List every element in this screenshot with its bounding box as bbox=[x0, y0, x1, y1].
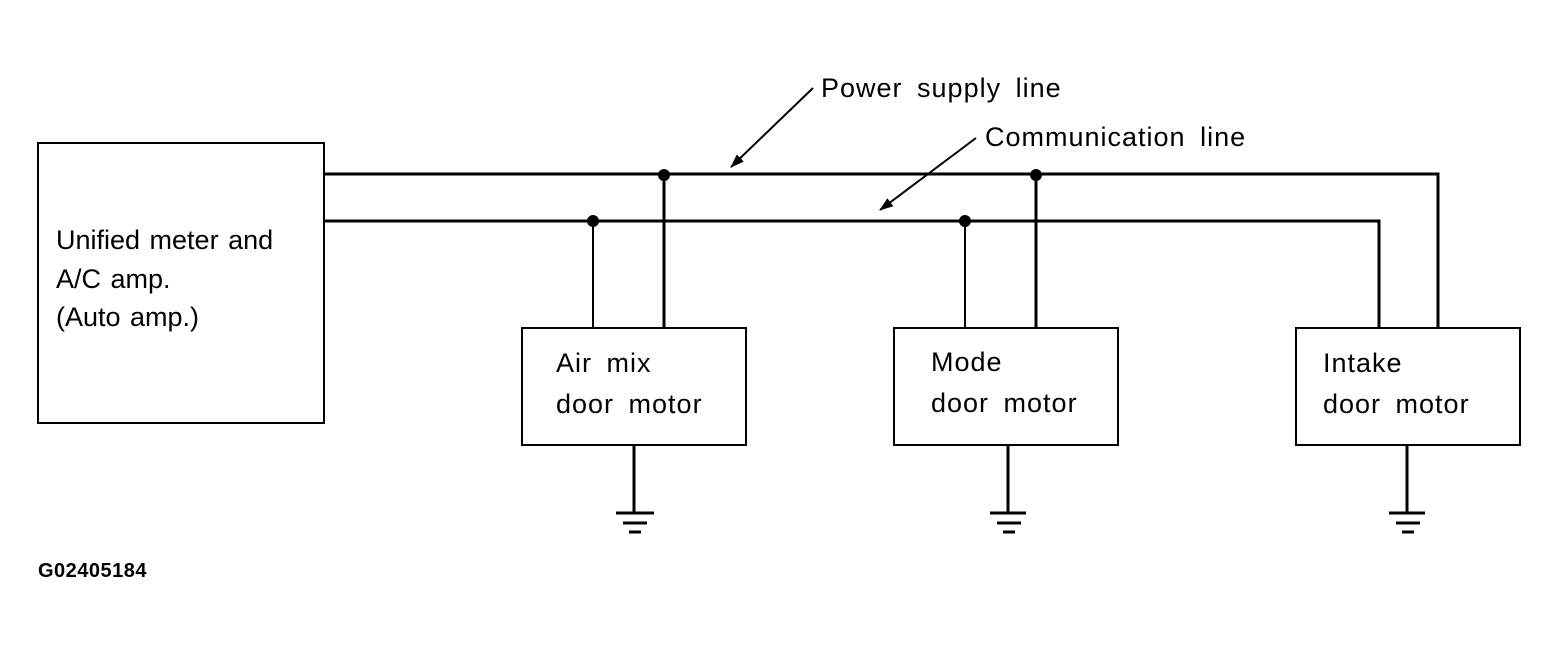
junction-dot bbox=[1030, 169, 1042, 181]
junction-dot bbox=[658, 169, 670, 181]
power-supply-line-label: Power supply line bbox=[821, 73, 1062, 103]
intake-motor-box bbox=[1295, 327, 1521, 446]
amp-label-line2: A/C amp. bbox=[56, 264, 171, 294]
ground-icon bbox=[616, 445, 654, 534]
mode-motor-label-line2: door motor bbox=[931, 388, 1078, 418]
communication-line-arrow bbox=[879, 137, 977, 211]
air-mix-motor-label-line2: door motor bbox=[556, 389, 703, 419]
mode-motor-box bbox=[893, 327, 1119, 446]
mode-motor-label-line1: Mode bbox=[931, 347, 1003, 377]
ground-icon bbox=[1389, 445, 1425, 534]
communication-line-label: Communication line bbox=[985, 122, 1246, 152]
junction-dot bbox=[959, 215, 971, 227]
communication-line bbox=[324, 219, 1381, 328]
amp-label-line1: Unified meter and bbox=[56, 225, 273, 255]
air-mix-motor-label-line1: Air mix bbox=[556, 348, 652, 378]
amp-box bbox=[37, 142, 325, 424]
power-supply-line-arrow bbox=[730, 87, 814, 168]
air-mix-motor-box bbox=[521, 327, 747, 446]
intake-motor-label-line2: door motor bbox=[1323, 389, 1470, 419]
intake-motor-label-line1: Intake bbox=[1323, 348, 1403, 378]
power-supply-line bbox=[324, 172, 1440, 328]
amp-label-line3: (Auto amp.) bbox=[56, 302, 199, 332]
junction-dot bbox=[587, 215, 599, 227]
figure-code: G02405184 bbox=[38, 560, 147, 582]
ground-icon bbox=[990, 445, 1026, 534]
